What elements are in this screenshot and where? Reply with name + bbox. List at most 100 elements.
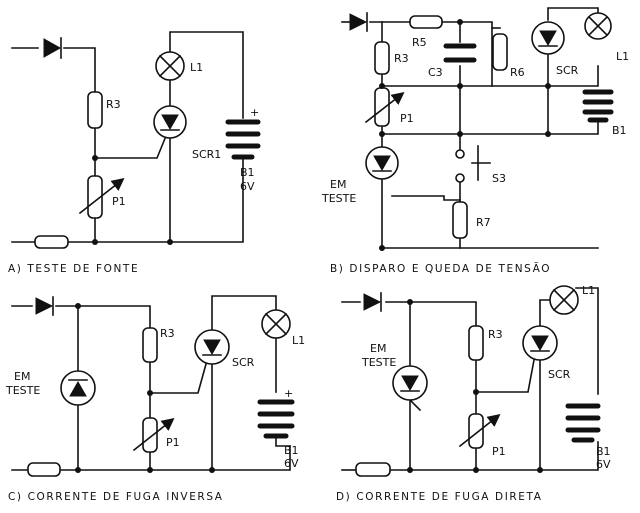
panel-c-wires	[11, 295, 291, 471]
panel-c-input-diode	[35, 296, 54, 316]
panel-d-r3-label: R3	[488, 328, 503, 341]
panel-b-node	[545, 83, 551, 89]
panel-d-em-label: EM	[370, 342, 386, 355]
panel-b-r7-resistor	[452, 201, 468, 239]
panel-a-caption: A) TESTE DE FONTE	[8, 263, 139, 275]
panel-d-volt-label: 6V	[596, 458, 611, 471]
panel-b-scr-label: SCR	[556, 64, 579, 77]
panel-b-r3-label: R3	[394, 52, 409, 65]
panel-d-scr-symbol	[522, 325, 558, 361]
panel-b-scr-under-test	[365, 146, 399, 180]
panel-c-node	[75, 467, 81, 473]
panel-d-device-under-test	[392, 365, 428, 401]
panel-b-r3-resistor	[374, 41, 390, 75]
panel-a-node	[92, 239, 98, 245]
panel-d-wires	[341, 287, 599, 471]
panel-b-node	[457, 83, 463, 89]
panel-a-wires	[11, 31, 244, 243]
panel-a-l1-lamp	[155, 51, 185, 81]
panel-c-device-under-test	[60, 370, 96, 406]
panel-a-node	[167, 239, 173, 245]
panel-c-p1-potentiometer	[132, 417, 175, 453]
panel-b-s3-label: S3	[492, 172, 506, 185]
panel-b-node	[379, 83, 385, 89]
panel-c-node	[75, 303, 81, 309]
panel-a-l1-label: L1	[190, 61, 203, 74]
panel-d-fuga-direta: EM TESTE R3 P1 SCR L1 B1 6V	[336, 284, 611, 503]
panel-b-r7-label: R7	[476, 216, 491, 229]
panel-b-r5-resistor	[409, 15, 443, 29]
panel-d-battery	[565, 403, 601, 443]
panel-d-input-resistor	[355, 462, 391, 477]
panel-c-p1-label: P1	[166, 436, 180, 449]
panel-c-node	[147, 390, 153, 396]
panel-b-wires	[341, 7, 599, 249]
panel-a-node	[92, 155, 98, 161]
panel-c-teste-label: TESTE	[5, 384, 40, 397]
panel-c-volt-label: 6V	[284, 457, 299, 470]
panel-b-r5-label: R5	[412, 36, 427, 49]
panel-d-l1-lamp	[549, 285, 579, 315]
panel-b-s3-pushbutton[interactable]	[455, 145, 491, 183]
panel-d-p1-potentiometer	[458, 413, 501, 449]
panel-b-caption: B) DISPARO E QUEDA DE TENSÃO	[330, 262, 551, 275]
panel-c-r3-resistor	[142, 327, 158, 363]
panel-b-node	[379, 131, 385, 137]
panel-c-scr-symbol	[194, 329, 230, 365]
panel-a-p1-label: P1	[112, 195, 126, 208]
panel-d-p1-label: P1	[492, 445, 506, 458]
panel-c-l1-label: L1	[292, 334, 305, 347]
panel-b-c3-capacitor	[443, 43, 477, 63]
panel-a-r3-resistor	[87, 91, 103, 129]
panel-b-node	[457, 19, 463, 25]
panel-d-node	[407, 467, 413, 473]
panel-b-l1-label: L1	[616, 50, 629, 63]
panel-b-node	[379, 245, 385, 251]
panel-b-disparo-e-queda: R5 R3 C3 R6 SCR L1 B1	[321, 7, 629, 275]
panel-c-battery	[257, 399, 295, 439]
panel-c-caption: C) CORRENTE DE FUGA INVERSA	[8, 491, 224, 503]
panel-a-b1-label: B1	[240, 166, 255, 179]
panel-b-r6-label: R6	[510, 66, 525, 79]
panel-b-em-label: EM	[330, 178, 346, 191]
panel-a-battery	[225, 119, 261, 160]
panel-a-teste-de-fonte: R3 P1 L1 SCR1 + B1 6V A) TESTE	[8, 31, 261, 275]
panel-c-l1-lamp	[261, 309, 291, 339]
panel-b-input-diode	[349, 12, 368, 32]
panel-d-caption: D) CORRENTE DE FUGA DIRETA	[336, 491, 543, 503]
panel-a-input-diode	[43, 37, 62, 59]
panel-d-r3-resistor	[468, 325, 484, 361]
panel-d-node	[407, 299, 413, 305]
panel-c-scr-label: SCR	[232, 356, 255, 369]
panel-b-c3-label: C3	[428, 66, 443, 79]
panel-d-l1-label: L1	[582, 284, 595, 297]
panel-a-plus-sign: +	[250, 106, 259, 119]
panel-c-plus-sign: +	[284, 387, 293, 400]
panel-a-r3-label: R3	[106, 98, 121, 111]
panel-c-node	[147, 467, 153, 473]
panel-a-input-resistor	[34, 235, 69, 249]
panel-d-node	[473, 389, 479, 395]
panel-c-input-resistor	[27, 462, 61, 477]
panel-a-p1-potentiometer	[78, 175, 125, 219]
panel-b-p1-potentiometer	[364, 87, 405, 127]
panel-b-l1-lamp	[584, 12, 612, 40]
panel-c-em-label: EM	[14, 370, 30, 383]
panel-d-b1-label: B1	[596, 445, 611, 458]
panel-b-node	[457, 131, 463, 137]
panel-c-r3-label: R3	[160, 327, 175, 340]
panel-c-node	[209, 467, 215, 473]
panel-a-scr-label: SCR1	[192, 148, 221, 161]
panel-c-fuga-inversa: EM TESTE R3 P1 SCR L1 + B1 6V	[5, 295, 305, 503]
panel-b-battery	[582, 89, 614, 123]
panel-b-scr-symbol	[531, 21, 565, 55]
panel-b-b1-label: B1	[612, 124, 627, 137]
panel-d-node	[537, 467, 543, 473]
panel-a-volt-label: 6V	[240, 180, 255, 193]
panel-c-b1-label: B1	[284, 444, 299, 457]
panel-d-node	[473, 467, 479, 473]
panel-d-teste-label: TESTE	[361, 356, 396, 369]
panel-d-input-diode	[363, 292, 382, 312]
panel-b-teste-label: TESTE	[321, 192, 356, 205]
